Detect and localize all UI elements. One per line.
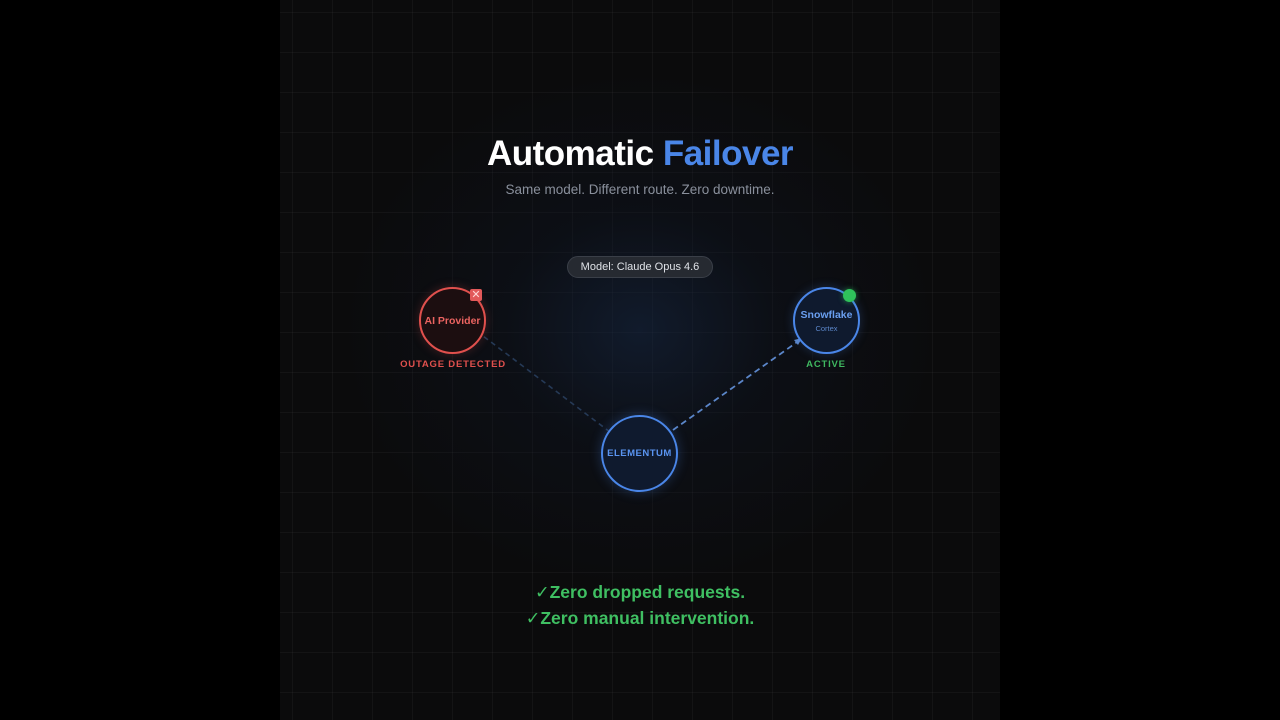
model-badge: Model: Claude Opus 4.6 <box>567 256 713 278</box>
failover-diagram-stage: Automatic Failover Same model. Different… <box>280 0 1000 720</box>
active-status-label: ACTIVE <box>806 359 846 370</box>
benefits-list: ✓Zero dropped requests. ✓Zero manual int… <box>280 579 1000 631</box>
benefit-item: ✓Zero manual intervention. <box>280 605 1000 631</box>
benefit-text: Zero dropped requests. <box>549 582 746 602</box>
page-title: Automatic Failover <box>280 134 1000 174</box>
benefit-item: ✓Zero dropped requests. <box>280 579 1000 605</box>
snowflake-label: Snowflake <box>800 308 853 321</box>
elementum-node: ELEMENTUM <box>601 415 678 492</box>
ai-provider-label: AI Provider <box>424 314 481 327</box>
subtitle: Same model. Different route. Zero downti… <box>505 182 775 197</box>
link-elementum-snowflake <box>672 339 801 431</box>
elementum-label: ELEMENTUM <box>607 448 672 459</box>
title-accent: Failover <box>662 134 794 173</box>
title-main: Automatic <box>486 134 654 173</box>
snowflake-sublabel: Cortex <box>815 323 838 333</box>
link-elementum-provider <box>482 335 611 433</box>
x-icon: ✕ <box>470 289 482 301</box>
active-dot-icon <box>843 289 856 302</box>
outage-status-label: OUTAGE DETECTED <box>400 359 506 370</box>
benefit-text: Zero manual intervention. <box>540 608 755 628</box>
checkmark-icon: ✓ <box>534 582 550 602</box>
checkmark-icon: ✓ <box>525 608 541 628</box>
